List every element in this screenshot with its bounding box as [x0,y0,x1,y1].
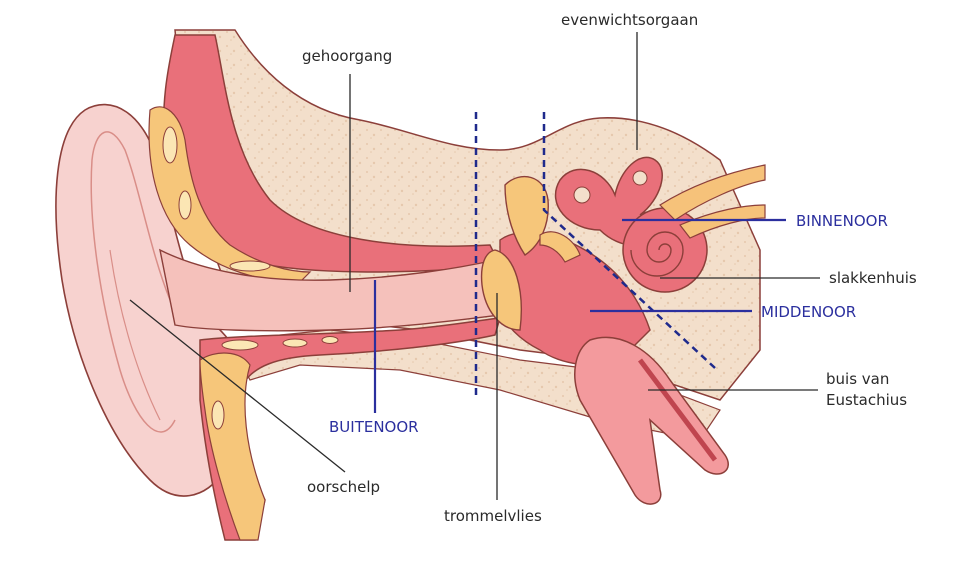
label-evenwichtsorgaan: evenwichtsorgaan [561,11,698,29]
cartilage-spot-4 [221,339,259,351]
eustachian-tube-inner [638,358,717,462]
canal-lower-tissue [199,317,502,541]
label-oorschelp: oorschelp [307,478,380,496]
cartilage-spot-2 [178,190,192,220]
vestibular-nerve [679,204,766,239]
cartilage-spot-7 [211,400,225,430]
label-slakkenhuis: slakkenhuis [829,269,917,287]
eardrum-shape [480,249,522,331]
label-binnenoor: BINNENOOR [796,212,888,230]
label-gehoorgang: gehoorgang [302,47,392,65]
divider-middle-inner [542,112,716,369]
cartilage-spot-6 [321,336,339,344]
pinna-inner [90,131,176,433]
cochlea-spiral [630,231,684,277]
eustachian-tube [574,336,729,505]
auditory-nerve [659,164,766,221]
label-middenoor: MIDDENOOR [761,303,856,321]
label-trommelvlies: trommelvlies [444,507,542,525]
label-buis-line2: Eustachius [826,391,907,409]
label-buitenoor: BUITENOOR [329,418,419,436]
canal-upper-cartilage [148,106,312,283]
cartilage-spot-5 [282,338,308,348]
canal-lower-cartilage [199,352,266,541]
pinna-fold [109,249,161,421]
canal-hole-1 [573,186,591,204]
leader-oorschelp [129,299,346,473]
canal-hole-2 [632,170,648,186]
cartilage-spot-1 [162,126,178,164]
cartilage-spot-3 [229,260,271,272]
ossicle-stapes [539,231,581,263]
label-buis-line1: buis van [826,370,889,388]
